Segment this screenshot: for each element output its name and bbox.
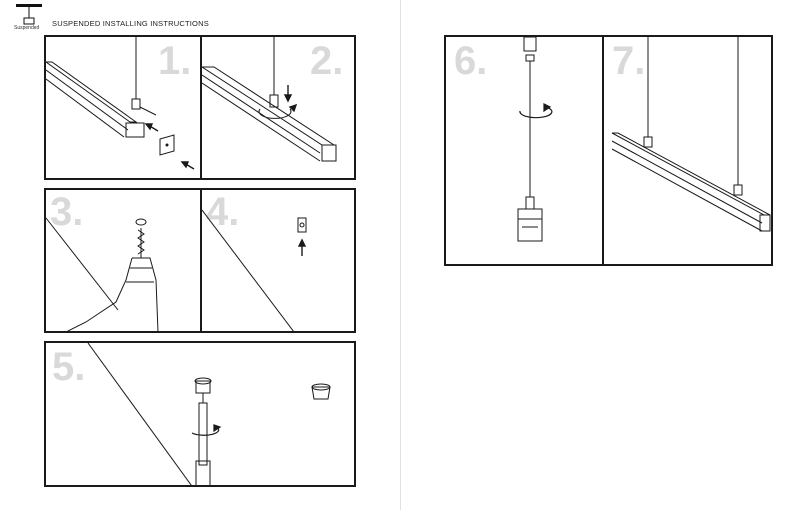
step-5-number: 5. [52, 345, 86, 389]
lamp-profile-icon [517, 37, 553, 242]
drill-icon [46, 217, 159, 331]
step-7-number: 7. [612, 39, 646, 83]
step-1-panel: 1. [44, 35, 202, 180]
step-7-panel: 7. [602, 35, 773, 266]
end-cap-plate-icon [159, 134, 175, 156]
rotate-arrow-icon [519, 103, 553, 119]
step-1-number: 1. [158, 39, 192, 83]
page-divider [400, 0, 401, 510]
step-4-number: 4. [206, 190, 240, 234]
pendant-lamp-icon [16, 4, 42, 25]
ceiling-cap-icon [87, 343, 331, 485]
step-2-number: 2. [310, 39, 344, 83]
page-title: SUSPENDED INSTALLING INSTRUCTIONS [52, 19, 209, 28]
step-5-panel: 5. [44, 341, 356, 487]
step-6-panel: 6. [444, 35, 606, 266]
rotate-arrow-icon [191, 424, 222, 436]
header-icon-label: Suspended [14, 25, 40, 31]
arrow-icon [144, 123, 195, 170]
step-3-panel: 3. [44, 188, 202, 333]
step-4-panel: 4. [200, 188, 356, 333]
wall-anchor-icon [202, 209, 307, 331]
step-3-number: 3. [50, 190, 84, 234]
arrow-icon [283, 85, 298, 113]
step-2-panel: 2. [200, 35, 356, 180]
lamp-profile-icon [46, 37, 195, 170]
arrow-icon [297, 238, 307, 256]
lamp-profile-icon [611, 37, 771, 232]
lamp-profile-icon [202, 37, 337, 162]
step-6-number: 6. [454, 39, 488, 83]
